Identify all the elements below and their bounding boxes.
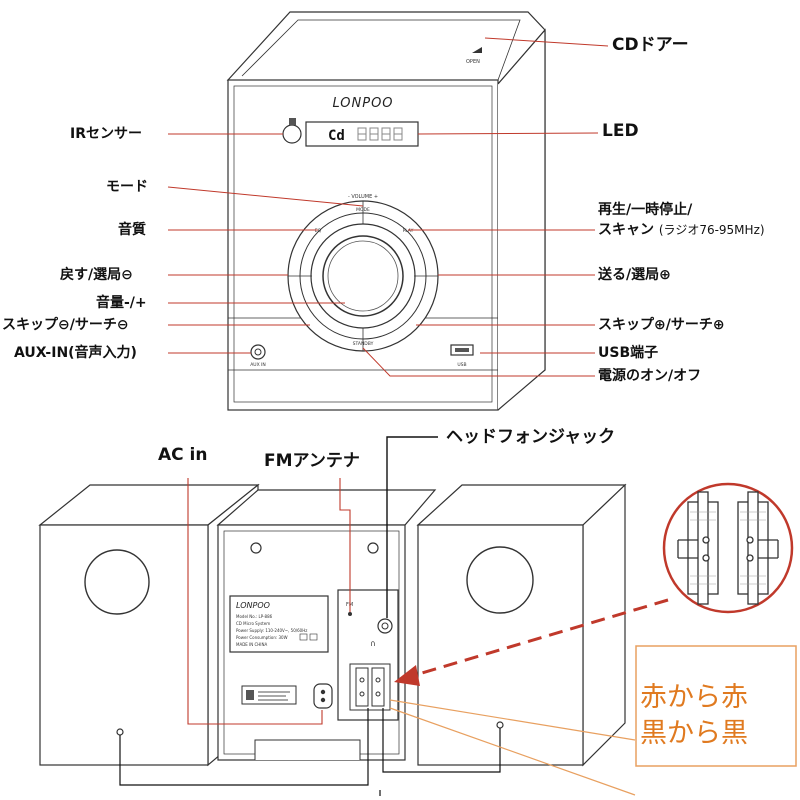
callout-leaders bbox=[389, 699, 636, 796]
label-mode: モード bbox=[106, 179, 148, 195]
rear-brand-logo: LONPOO bbox=[236, 601, 270, 610]
front-brand-logo: LONPOO bbox=[332, 96, 393, 111]
headphone-glyph-icon: ∩ bbox=[370, 639, 376, 648]
label-skip-search-plus: スキップ⊕/サーチ⊕ bbox=[598, 317, 725, 333]
label-ir-sensor: IRセンサー bbox=[70, 126, 142, 142]
plate-line: CD Micro System bbox=[236, 621, 270, 626]
speaker-terminals bbox=[349, 663, 391, 711]
right-speaker bbox=[416, 483, 627, 767]
usb-port-text: USB bbox=[457, 362, 466, 368]
label-aux-in: AUX-IN(音声入力) bbox=[14, 345, 137, 361]
fm-antenna-socket bbox=[348, 612, 352, 616]
callout-box bbox=[635, 645, 797, 767]
label-usb-port: USB端子 bbox=[598, 345, 659, 361]
volume-label: - VOLUME + bbox=[348, 194, 378, 200]
door-tag-text: OPEN bbox=[466, 59, 480, 65]
label-forward-select: 送る/選局⊕ bbox=[598, 267, 671, 283]
led-display: Cd bbox=[305, 121, 419, 147]
terminal-zoom-detail bbox=[662, 482, 794, 614]
aux-in-jack: AUX IN bbox=[250, 344, 266, 368]
label-play-pause: 再生/一時停止/ bbox=[598, 202, 693, 218]
led-digit-segments bbox=[357, 127, 403, 141]
aux-jack-text: AUX IN bbox=[250, 362, 266, 368]
label-radio-range: (ラジオ76-95MHz) bbox=[658, 223, 765, 237]
label-ac-in: AC in bbox=[158, 445, 208, 465]
ac-inlet bbox=[313, 683, 333, 709]
rating-plate: LONPOO Model No.: LP-886 CD Micro System… bbox=[229, 595, 329, 653]
door-open-tag: OPEN bbox=[466, 47, 482, 65]
label-scan-text: スキャン bbox=[598, 222, 654, 238]
label-sound-quality: 音質 bbox=[118, 222, 146, 238]
label-volume: 音量-/+ bbox=[96, 295, 147, 311]
rear-leader-lines bbox=[187, 478, 351, 725]
label-led: LED bbox=[602, 121, 639, 141]
callout-line-black: 黒から黒 bbox=[640, 718, 748, 749]
zoom-arrow bbox=[394, 598, 669, 686]
eq-key-text: EQ bbox=[315, 228, 322, 234]
warning-label bbox=[241, 685, 297, 705]
standby-key-text: STANDBY bbox=[353, 341, 374, 347]
headphone-leader-line bbox=[386, 436, 438, 618]
led-display-text: Cd bbox=[328, 128, 345, 144]
mode-key-text: MODE bbox=[356, 207, 370, 213]
label-back-select: 戻す/選局⊖ bbox=[60, 267, 133, 283]
usb-port: USB bbox=[450, 344, 474, 368]
volume-knob bbox=[322, 235, 404, 317]
play-key-text: PLAY bbox=[403, 228, 414, 234]
front-leader-lines bbox=[167, 37, 609, 377]
plate-line: Power Consumption: 30W bbox=[236, 635, 288, 640]
label-cd-door: CDドアー bbox=[612, 35, 689, 55]
label-skip-search-minus: スキップ⊖/サーチ⊖ bbox=[2, 317, 129, 333]
label-fm-antenna: FMアンテナ bbox=[264, 451, 360, 471]
plate-line: Power Supply: 110-240V~, 50/60Hz bbox=[236, 628, 307, 633]
label-headphone-jack: ヘッドフォンジャック bbox=[446, 427, 616, 447]
label-power: 電源のオン/オフ bbox=[598, 368, 702, 384]
label-scan: スキャン (ラジオ76-95MHz) bbox=[598, 221, 765, 239]
plate-line: Model No.: LP-886 bbox=[236, 614, 273, 619]
speaker-wires bbox=[119, 708, 501, 796]
callout-line-red: 赤から赤 bbox=[640, 682, 748, 713]
plate-line: MADE IN CHINA bbox=[236, 642, 267, 647]
callout-text: 赤から赤 黒から黒 bbox=[640, 680, 790, 752]
